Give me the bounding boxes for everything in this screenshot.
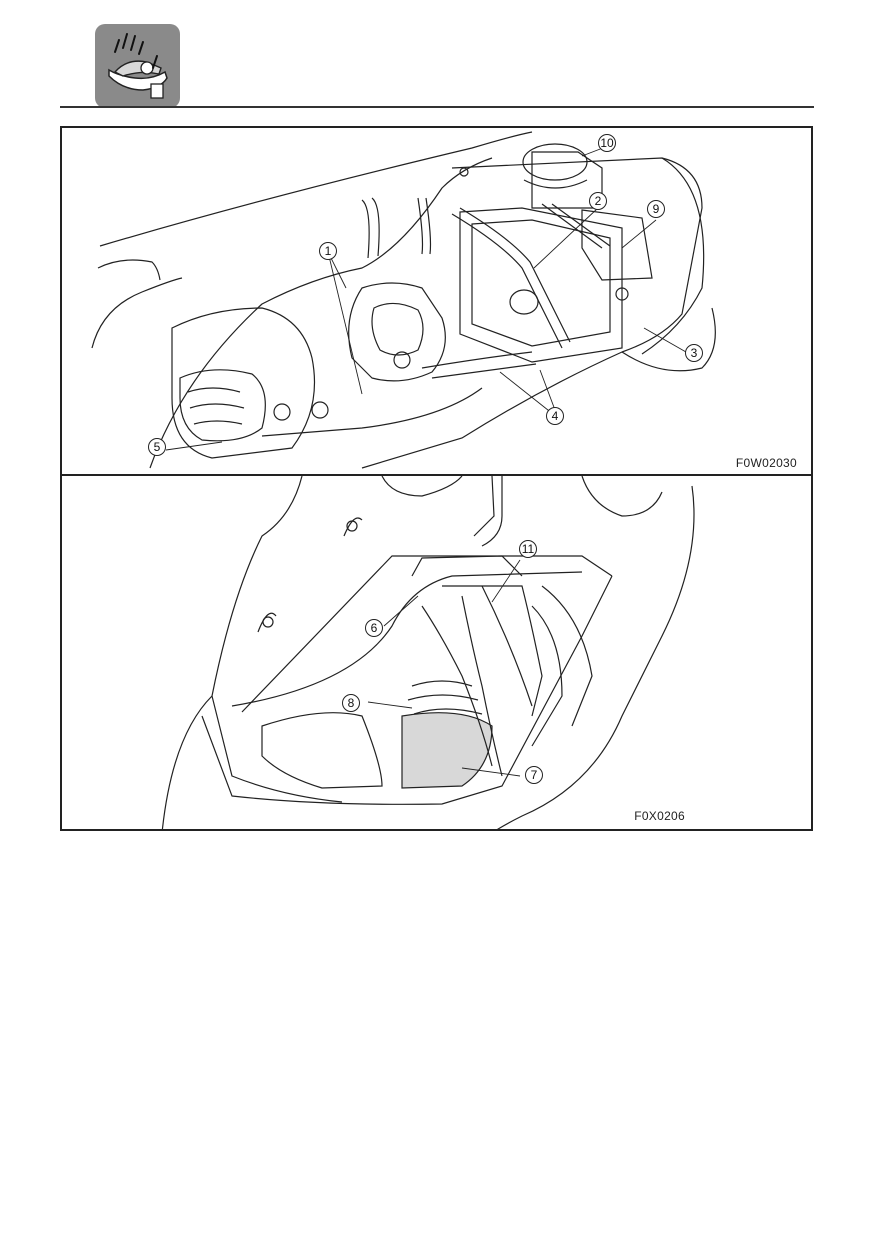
- callout-11: 11: [519, 540, 537, 558]
- watercraft-maintenance-icon: [95, 24, 180, 108]
- figure-engine-compartment: 1 2 3 4 5 9 10 F0W02030: [60, 126, 813, 476]
- callout-1: 1: [319, 242, 337, 260]
- figure-rear-storage: 6 7 8 11 F0X0206: [60, 474, 813, 831]
- callout-8: 8: [342, 694, 360, 712]
- figure-code: F0X0206: [634, 809, 685, 823]
- callout-4: 4: [546, 407, 564, 425]
- callout-7: 7: [525, 766, 543, 784]
- callout-10: 10: [598, 134, 616, 152]
- callout-2: 2: [589, 192, 607, 210]
- callout-9: 9: [647, 200, 665, 218]
- callout-3: 3: [685, 344, 703, 362]
- figure-code: F0W02030: [735, 456, 797, 470]
- callout-5: 5: [148, 438, 166, 456]
- header-rule: [60, 106, 814, 108]
- callout-6: 6: [365, 619, 383, 637]
